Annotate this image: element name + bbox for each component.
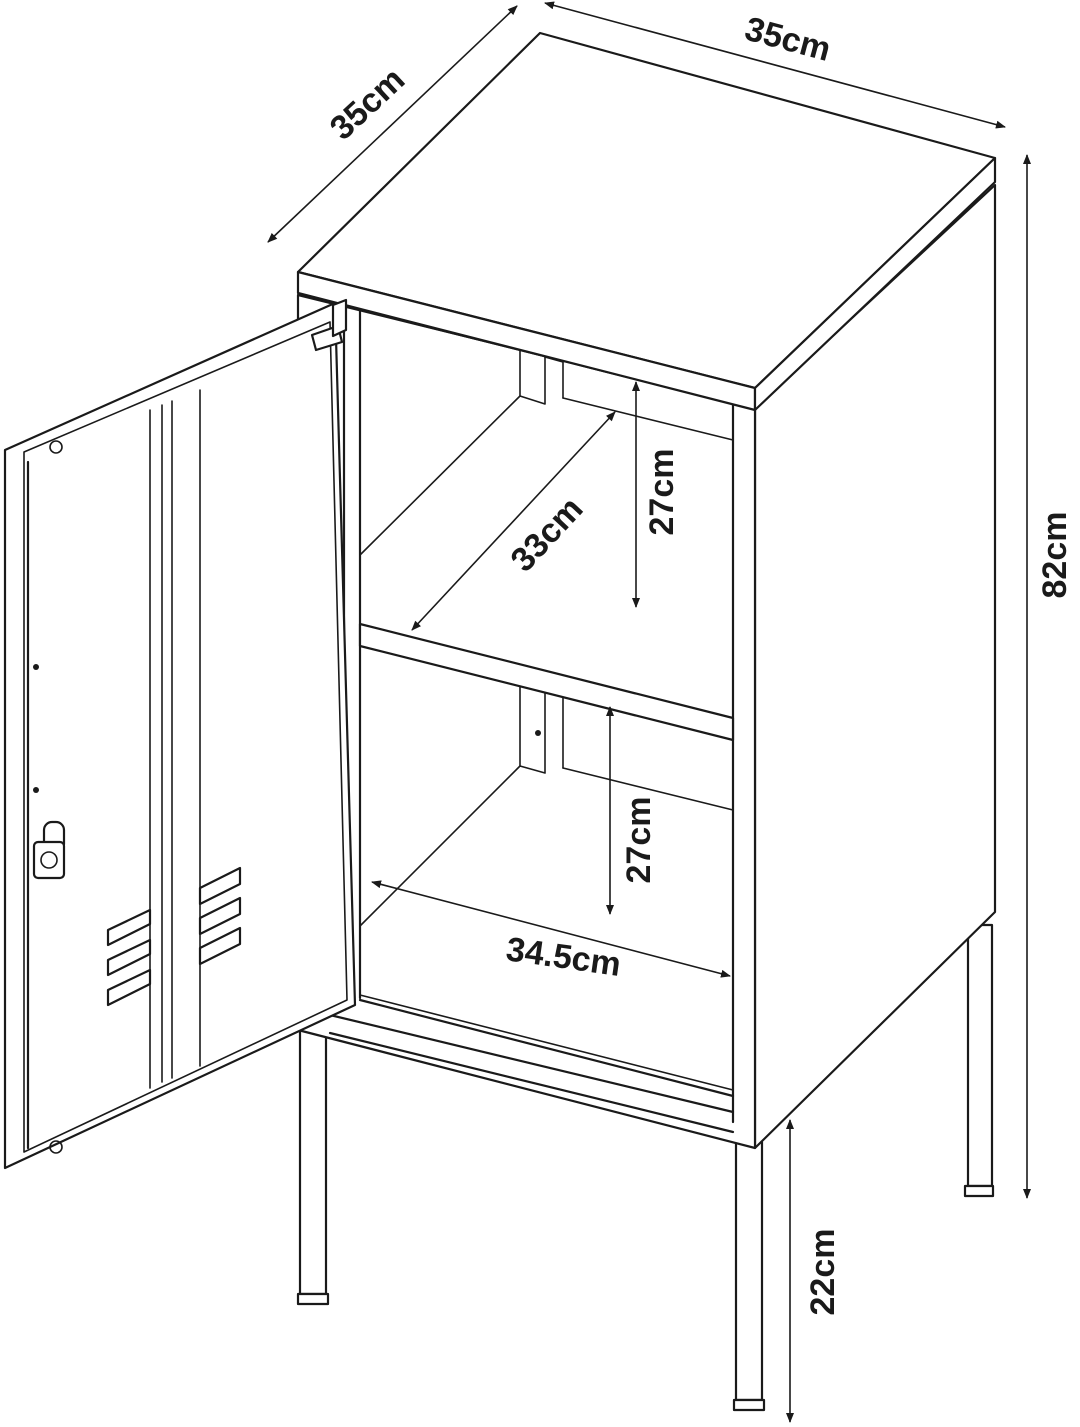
screw-icon (49, 440, 63, 454)
leg-foot (732, 1398, 766, 1412)
label-total-height: 82cm (1036, 512, 1074, 599)
door (3, 298, 357, 1170)
label-top-depth: 35cm (323, 60, 413, 147)
dimension-top-depth (267, 5, 518, 243)
dimension-lines (267, 1, 1031, 1423)
label-lower-height: 27cm (620, 797, 658, 884)
leg-back-right (966, 923, 994, 1188)
vent-slots (106, 866, 242, 1007)
leg-foot (963, 1184, 995, 1198)
lock-icon (32, 820, 66, 880)
label-leg-height: 22cm (804, 1229, 842, 1316)
leg-front-left (298, 1028, 328, 1296)
dimension-shelf-depth (411, 411, 616, 631)
legs (296, 923, 995, 1412)
leg-foot (296, 1292, 330, 1306)
bolt-icon (33, 787, 39, 793)
bolt-icon (33, 664, 39, 670)
dimension-inner-width (371, 880, 731, 978)
label-upper-height: 27cm (643, 449, 681, 536)
screw-icon (49, 1140, 63, 1154)
hinge-icon (331, 298, 348, 338)
shelf (358, 622, 735, 742)
bolt-icon (535, 730, 541, 736)
dimension-top-width (544, 1, 1006, 129)
leg-front-right (734, 1140, 764, 1402)
